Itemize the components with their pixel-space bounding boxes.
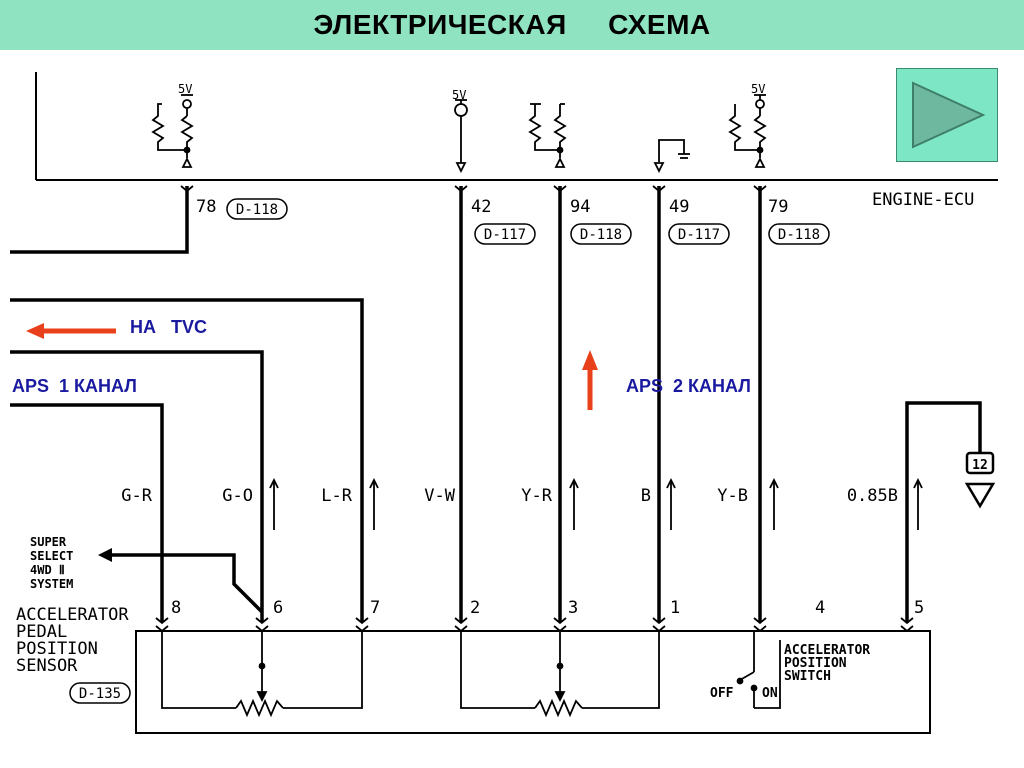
ground-box — [965, 451, 995, 475]
play-triangle-icon — [912, 81, 986, 149]
super-select-line-3: 4WD Ⅱ — [30, 563, 65, 577]
page-title: ЭЛЕКТРИЧЕСКАЯ СХЕМА — [313, 9, 711, 40]
wire-label-v-w: V-W — [424, 486, 455, 506]
wire-g-r — [10, 403, 164, 622]
ecu-internal-circuit-79 — [728, 94, 767, 168]
wire-label-y-b: Y-B — [717, 486, 748, 506]
sensor-name-line-3: POSITION — [16, 639, 98, 659]
wire-label-l-r: L-R — [321, 486, 352, 506]
potentiometer-aps1 — [161, 631, 363, 718]
wire-g-o — [10, 350, 264, 622]
connector-d118-94: D-118 — [580, 227, 622, 243]
connector-d117-42: D-117 — [484, 227, 526, 243]
super-select-line-1: SUPER — [30, 535, 67, 549]
wiring-diagram: 5V 5V 5V ENGINE-ECU 78 42 94 49 79 D-118… — [10, 72, 998, 734]
aps2-arrowhead — [582, 350, 598, 370]
connector-d118-79: D-118 — [778, 227, 820, 243]
wire-label-0-85b: 0.85B — [847, 486, 898, 506]
wire-label-g-r: G-R — [121, 486, 152, 506]
signal-direction-arrows — [269, 477, 923, 530]
super-select-line-2: SELECT — [30, 549, 73, 563]
sensor-pin-1: 1 — [670, 598, 680, 618]
sensor-housing — [135, 630, 931, 734]
ecu-internal-circuit-49 — [653, 139, 690, 174]
supply-label-79: 5V — [751, 82, 765, 96]
switch-on-label: ON — [762, 686, 778, 701]
to-tvc-arrowhead — [26, 323, 44, 339]
sensor-pin-3: 3 — [568, 598, 578, 618]
wire-label-b: B — [641, 486, 651, 506]
ecu-label: ENGINE-ECU — [872, 190, 974, 210]
wire-label-y-r: Y-R — [521, 486, 552, 506]
accelerator-position-switch — [736, 631, 781, 709]
sensor-pin-7: 7 — [370, 598, 380, 618]
ecu-pin-78: 78 — [196, 197, 216, 217]
super-select-line-4: SYSTEM — [30, 577, 73, 591]
potentiometer-aps2 — [460, 631, 660, 718]
ecu-pin-79: 79 — [768, 197, 788, 217]
aps1-channel-label: APS 1 КАНАЛ — [12, 376, 137, 396]
wire-super-select — [112, 553, 264, 614]
sensor-pin-8: 8 — [171, 598, 181, 618]
wire-label-g-o: G-O — [222, 486, 253, 506]
wire-l-r — [10, 298, 364, 622]
ecu-pin-49: 49 — [669, 197, 689, 217]
to-tvc-label: НА TVC — [130, 317, 207, 337]
supply-label-42: 5V — [452, 88, 466, 102]
sensor-pin-5: 5 — [914, 598, 924, 618]
aps2-channel-label: APS 2 КАНАЛ — [626, 376, 751, 396]
supply-label-78: 5V — [178, 82, 192, 96]
ground-box-label: 12 — [972, 458, 988, 473]
connector-d117-49: D-117 — [678, 227, 720, 243]
super-select-arrowhead — [98, 548, 112, 562]
sensor-name-line-1: ACCELERATOR — [16, 605, 129, 625]
connector-d118-78: D-118 — [236, 202, 278, 218]
ecu-internal-circuit-42 — [454, 99, 468, 174]
ecu-pin-94: 94 — [570, 197, 590, 217]
wire-0-85b — [905, 401, 982, 622]
sensor-pin-6: 6 — [273, 598, 283, 618]
sensor-pin-4: 4 — [815, 598, 825, 618]
sensor-name-line-4: SENSOR — [16, 656, 78, 676]
next-slide-button[interactable] — [896, 68, 998, 162]
sensor-pin-2: 2 — [470, 598, 480, 618]
switch-name-line-2: POSITION — [784, 656, 847, 671]
wire-pin78 — [10, 186, 189, 254]
connector-badges — [69, 198, 830, 704]
sensor-name-line-2: PEDAL — [16, 622, 67, 642]
ecu-internal-circuit-94 — [528, 103, 567, 168]
title-bar: ЭЛЕКТРИЧЕСКАЯ СХЕМА — [0, 0, 1024, 50]
ecu-pin-42: 42 — [471, 197, 491, 217]
ground-triangle-icon — [964, 482, 996, 509]
switch-name-line-1: ACCELERATOR — [784, 643, 870, 658]
connector-d135: D-135 — [79, 686, 121, 702]
switch-off-label: OFF — [710, 686, 734, 701]
sensor-pin-chevrons — [155, 617, 914, 633]
switch-name-line-3: SWITCH — [784, 669, 831, 684]
ecu-internal-circuit-78 — [151, 94, 194, 168]
